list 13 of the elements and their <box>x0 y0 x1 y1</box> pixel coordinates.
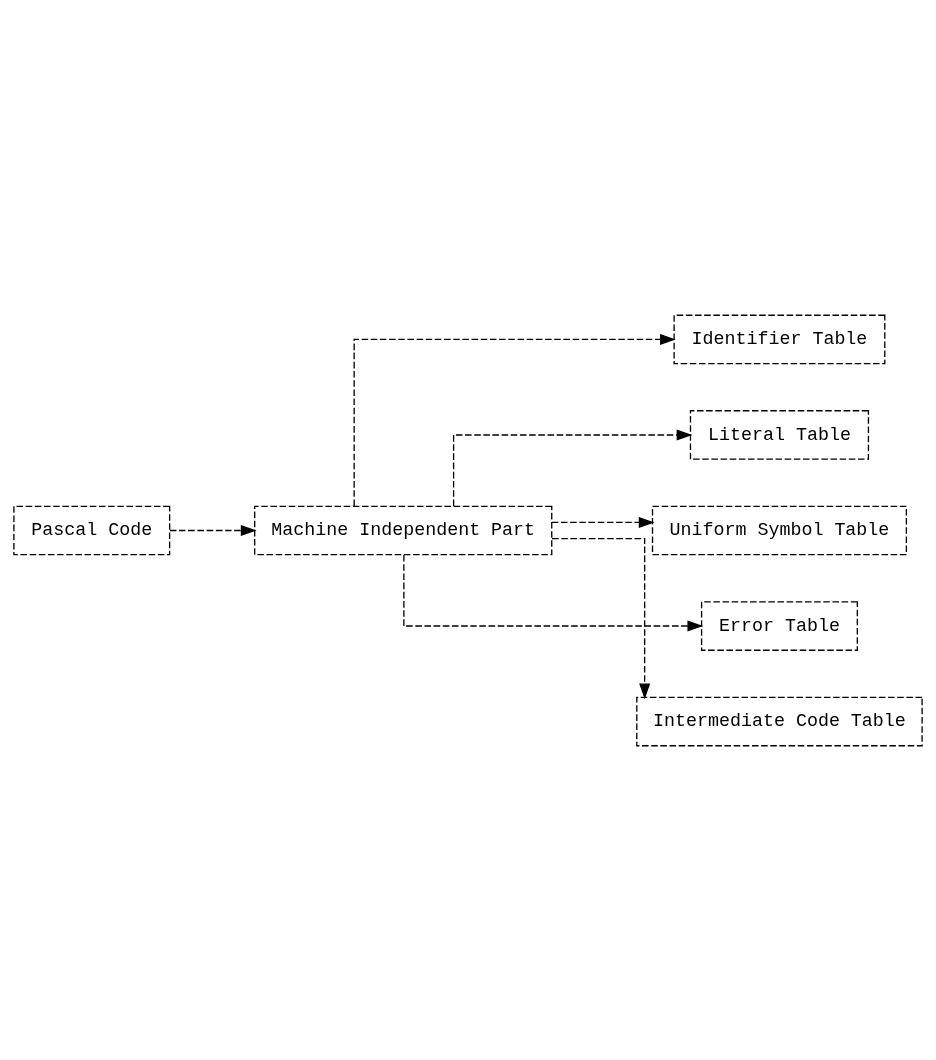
arrow <box>169 524 257 536</box>
arrow <box>452 428 693 507</box>
node-box: Machine Independent Part <box>254 505 553 555</box>
node-box: Literal Table <box>689 409 870 460</box>
node-box: Intermediate Code Table <box>636 696 923 746</box>
arrow <box>353 333 676 507</box>
node-box: Uniform Symbol Table <box>651 505 908 555</box>
arrow <box>551 537 651 699</box>
node-box: Error Table <box>700 600 858 651</box>
node-box: Identifier Table <box>673 314 886 364</box>
node-box: Pascal Code <box>13 505 171 555</box>
arrow <box>403 553 704 632</box>
arrow <box>551 516 655 528</box>
